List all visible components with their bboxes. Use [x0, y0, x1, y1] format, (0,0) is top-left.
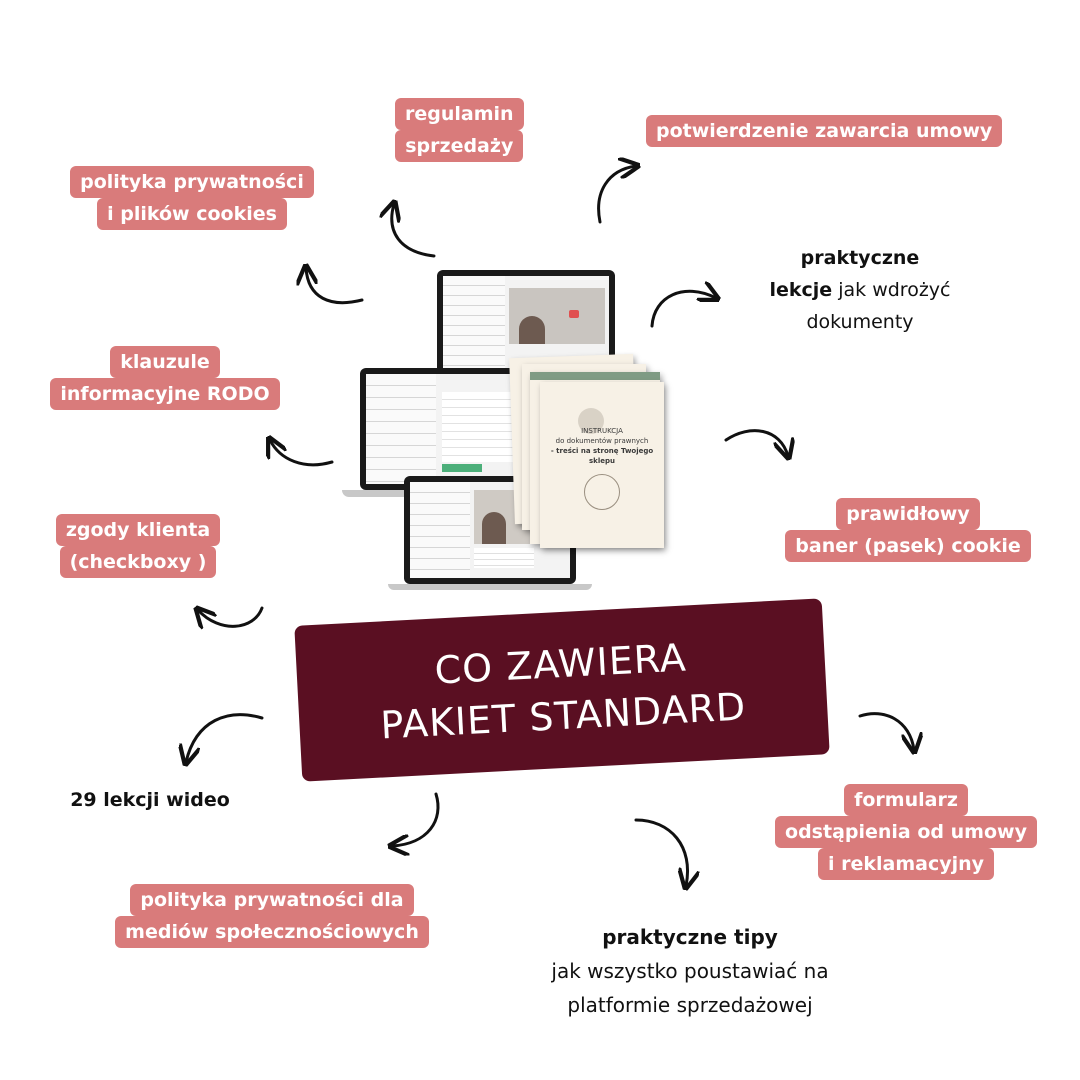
arrow-icon [634, 818, 688, 886]
arrow-icon [597, 166, 636, 224]
item-polityka-cookies: polityka prywatności i plików cookies [60, 166, 324, 230]
item-zgody: zgody klienta (checkboxy ) [48, 514, 228, 578]
item-potwierdzenie: potwierdzenie zawarcia umowy [646, 115, 1003, 147]
item-lekcje: praktyczne lekcje jak wdrożyć dokumenty [769, 247, 951, 333]
item-regulamin: regulamin sprzedaży [395, 98, 524, 162]
arrow-icon [306, 268, 364, 305]
arrow-icon [724, 429, 788, 456]
arrow-icon [270, 440, 334, 467]
item-baner-cookie: prawidłowy baner (pasek) cookie [778, 498, 1038, 562]
arrow-icon [392, 204, 436, 258]
arrow-icon [650, 291, 716, 328]
item-formularz: formularz odstąpienia od umowy i reklama… [766, 784, 1046, 880]
item-klauzule: klauzule informacyjne RODO [40, 346, 290, 410]
arrow-icon [186, 713, 264, 762]
item-tipy: praktyczne tipy jak wszystko poustawiać … [551, 925, 829, 1017]
arrow-icon [198, 608, 264, 626]
logo-seal-icon [584, 474, 620, 510]
arrow-icon [858, 712, 914, 750]
document-cover: INSTRUKCJA do dokumentów prawnych - treś… [540, 382, 664, 548]
item-lekcje-wideo: 29 lekcji wideo [70, 789, 230, 811]
arrow-icon [392, 792, 440, 846]
item-polityka-media: polityka prywatności dla mediów społeczn… [98, 884, 446, 948]
document-title: INSTRUKCJA [581, 427, 623, 435]
